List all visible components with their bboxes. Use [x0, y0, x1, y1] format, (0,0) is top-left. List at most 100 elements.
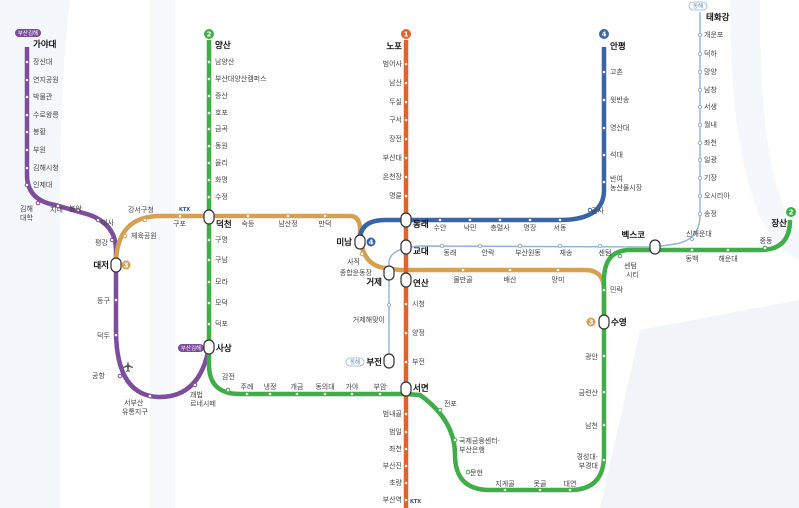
station-label: 숙등 — [242, 220, 255, 228]
donghae-track-north — [654, 12, 701, 248]
hub-labels: 가야대 양산 노포 안평 태화강 덕천 미남 동래 장산 대저 교대 벡스코 연… — [33, 12, 787, 394]
hub-nopo: 노포 — [386, 42, 402, 52]
station-label: 경성대· — [576, 452, 598, 461]
hub-taehwagang: 태화강 — [706, 12, 730, 23]
hub-becsco: 벡스코 — [622, 230, 646, 241]
station-label: 광안 — [585, 352, 598, 361]
station-label: 기장 — [704, 173, 717, 182]
station-label: 센텀 — [599, 248, 612, 257]
station-label: 종합운동장 — [340, 268, 373, 277]
line-badges: 1 2 4 2 3 4 3 — [121, 29, 796, 327]
station-label: 남양산 — [215, 57, 235, 66]
station-label: 동백 — [686, 254, 699, 263]
station-label: 부산원동 — [515, 248, 541, 257]
station-label: 감전 — [222, 372, 235, 381]
station-label: 구서 — [389, 115, 402, 124]
station-label: 공항 — [92, 371, 105, 380]
station-label: 일광 — [704, 155, 717, 164]
station-label: 박물관 — [33, 92, 53, 101]
station-label: 대학 — [20, 213, 33, 222]
station-label: 좌천 — [704, 138, 717, 147]
station-label: 율리 — [215, 158, 228, 167]
donghae-top-tag: 동해 — [693, 2, 703, 10]
line-4-minam-badge: 4 — [369, 239, 374, 247]
hub-gayadae: 가야대 — [33, 39, 57, 50]
hub-gyodae: 교대 — [413, 246, 429, 257]
station-label: 오시리아 — [704, 191, 730, 200]
station-label: 덕하 — [704, 49, 717, 58]
station-label: 반여 — [610, 174, 623, 183]
gimhae-top-tag: 부산김해 — [18, 29, 38, 37]
station-label: 개금 — [291, 382, 304, 391]
station-label: 인제대 — [33, 180, 52, 189]
station-label: 괘법 — [190, 390, 203, 399]
line-3-suyeong-badge: 3 — [589, 319, 594, 327]
station-label: 석대 — [610, 150, 623, 159]
station-label: 구명 — [215, 235, 228, 244]
station-label: 송정 — [704, 209, 717, 218]
station-label: 연지공원 — [33, 75, 59, 84]
station-label: 평강 — [95, 238, 108, 247]
station-label: 해운대 — [718, 254, 737, 263]
station-label: 시티 — [626, 270, 639, 279]
station-label: 개운포 — [704, 30, 724, 39]
line-tags: 부산김해 부산김해 동해 동해 — [15, 1, 708, 367]
station-label: 금사 — [591, 206, 604, 215]
station-label: 불암 — [69, 204, 82, 213]
hub-suyeong: 수영 — [611, 317, 627, 328]
station-label: 장신대 — [33, 57, 52, 66]
station-label: 농산물시장 — [610, 183, 643, 192]
station-label: 구포 — [173, 220, 186, 228]
line-2-end-badge: 2 — [789, 209, 794, 217]
station-label: 대사 — [101, 218, 114, 227]
station-label: 거제해맞이 — [353, 315, 385, 324]
ktx-gupo-icon: KTX — [179, 207, 190, 213]
station-label: 주례 — [241, 382, 254, 391]
station-label: 부산대양산캠퍼스 — [215, 74, 267, 83]
airplane-icon — [123, 361, 133, 372]
station-label: 덕두 — [97, 331, 110, 340]
station-label: 화명 — [215, 175, 228, 184]
station-label: 덕포 — [215, 319, 228, 328]
hub-minam: 미남 — [336, 237, 352, 248]
hub-sasang: 사상 — [216, 343, 232, 354]
station-label: 수정 — [215, 192, 228, 201]
station-label: 초량 — [389, 479, 402, 487]
line-3-daejeo-badge: 3 — [124, 262, 129, 270]
station-label: 서생 — [704, 102, 717, 111]
station-label: 금곡 — [215, 125, 228, 133]
station-label: 못골 — [534, 480, 547, 488]
station-label: 수안 — [434, 223, 447, 232]
station-label: 부산대 — [383, 153, 402, 162]
station-label: 김해 — [20, 204, 33, 213]
station-label: 망양 — [704, 67, 717, 76]
station-label: 서동 — [554, 223, 567, 232]
station-label: 체육공원 — [131, 231, 157, 240]
station-label: 수로왕릉 — [33, 110, 59, 119]
line-2-badge: 2 — [207, 31, 212, 39]
station-label: 온천장 — [383, 172, 403, 181]
station-label: 호포 — [215, 109, 228, 117]
station-label: 충렬사 — [490, 223, 510, 232]
station-label: 유통지구 — [122, 407, 148, 416]
hub-geoje: 거제 — [366, 277, 382, 288]
station-label: 구남 — [215, 255, 228, 264]
station-label: 부경대 — [579, 461, 598, 470]
donghae-bujeon-tag: 동해 — [350, 358, 360, 366]
station-label: 안락 — [482, 248, 495, 257]
station-label: 영산대 — [610, 123, 629, 132]
line-4-badge: 4 — [602, 31, 607, 39]
station-label: 동래 — [444, 248, 457, 257]
station-label: 사직 — [347, 257, 360, 266]
station-label: 민락 — [610, 285, 623, 294]
station-label: 지내 — [50, 205, 63, 214]
line-donghae — [388, 12, 701, 360]
station-label: 낙민 — [464, 223, 477, 232]
line-2-track — [206, 40, 793, 493]
station-label: 등구 — [97, 297, 110, 305]
station-label: 명륜 — [389, 191, 402, 200]
station-label: 범어사 — [383, 59, 403, 68]
station-label: 좌천 — [389, 444, 402, 453]
